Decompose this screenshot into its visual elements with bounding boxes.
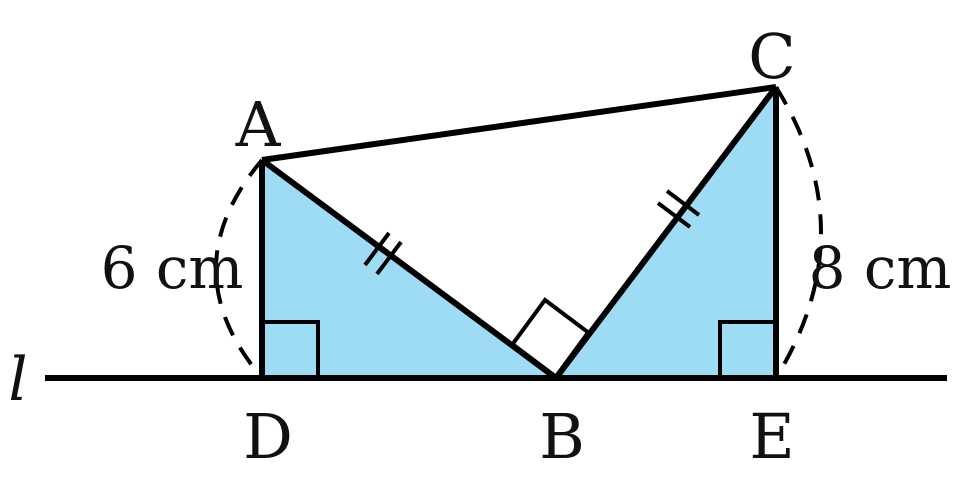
label-point-D: D: [243, 400, 293, 473]
segment-AB-overlay: [510, 342, 558, 381]
tick-marks-BC: [656, 189, 701, 229]
label-length-AD: 6 cm: [101, 234, 244, 302]
dashed-arc-left: [214, 158, 264, 380]
segment-AB: [260, 157, 558, 381]
label-line-l: l: [8, 345, 27, 415]
segment-BC-overlay: [553, 331, 592, 380]
segment-BC: [553, 85, 779, 380]
segment-AC: [261, 84, 777, 163]
label-point-A: A: [235, 88, 282, 161]
label-point-B: B: [539, 400, 585, 473]
tick-marks-AB: [363, 231, 403, 276]
right-angle-E: [718, 320, 776, 378]
right-angle-D: [262, 320, 320, 378]
label-point-E: E: [749, 400, 794, 473]
label-length-CE: 8 cm: [809, 234, 952, 302]
label-point-C: C: [748, 20, 795, 93]
dashed-arc-right: [774, 85, 823, 380]
